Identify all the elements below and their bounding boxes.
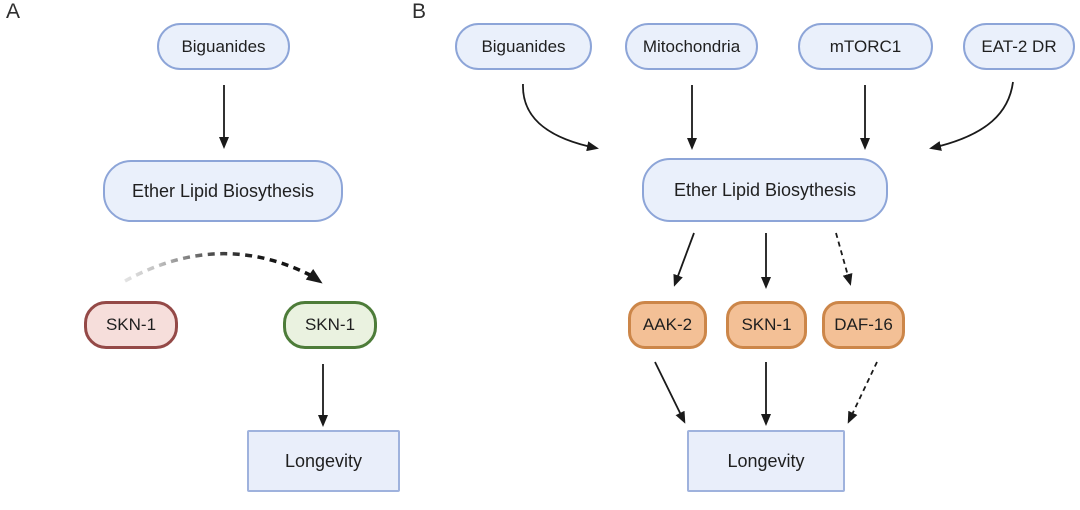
- node-biguanides-a-label: Biguanides: [181, 36, 266, 56]
- node-biguanides-b-label: Biguanides: [481, 36, 566, 56]
- node-skn1-b: SKN-1: [726, 301, 807, 349]
- node-aak2: AAK-2: [628, 301, 707, 349]
- node-mitochondria: Mitochondria: [625, 23, 758, 70]
- panel-b-label: B: [412, 0, 427, 23]
- node-mtorc1-label: mTORC1: [829, 36, 902, 56]
- node-eat2-dr-label: EAT-2 DR: [981, 36, 1057, 56]
- arrowhead-skn1-active: [305, 269, 323, 284]
- node-longevity-a-label: Longevity: [284, 450, 363, 471]
- node-eat2-dr: EAT-2 DR: [963, 23, 1075, 70]
- node-ether-lipid-a-label: Ether Lipid Biosythesis: [131, 180, 315, 201]
- node-skn1-inactive: SKN-1: [84, 301, 178, 349]
- panel-a-label: A: [6, 0, 21, 23]
- node-skn1-b-label: SKN-1: [741, 315, 792, 334]
- node-ether-lipid-a: Ether Lipid Biosythesis: [103, 160, 343, 222]
- arrow-daf16-to-longevity-dashed: [847, 361, 878, 424]
- node-longevity-b: Longevity: [687, 430, 845, 492]
- node-mitochondria-label: Mitochondria: [642, 36, 741, 56]
- node-skn1-inactive-label: SKN-1: [105, 315, 157, 334]
- node-daf16: DAF-16: [822, 301, 905, 349]
- arrow-ether-to-aak2: [673, 232, 695, 287]
- node-aak2-label: AAK-2: [642, 315, 693, 334]
- node-biguanides-b: Biguanides: [455, 23, 592, 70]
- node-ether-lipid-b-label: Ether Lipid Biosythesis: [673, 179, 857, 200]
- node-skn1-active-label: SKN-1: [304, 315, 356, 334]
- node-skn1-active: SKN-1: [283, 301, 377, 349]
- node-biguanides-a: Biguanides: [157, 23, 290, 70]
- node-longevity-a: Longevity: [247, 430, 400, 492]
- arrow-eat2dr-to-ether: [929, 81, 1014, 151]
- arrow-aak2-to-longevity: [654, 361, 686, 424]
- arrow-ether-to-skn1-active-dashed-arc: [124, 251, 313, 283]
- node-ether-lipid-b: Ether Lipid Biosythesis: [642, 158, 888, 222]
- arrow-biguanides-to-ether-b: [522, 83, 599, 152]
- arrow-ether-to-daf16-dashed: [835, 232, 853, 286]
- node-mtorc1: mTORC1: [798, 23, 933, 70]
- node-daf16-label: DAF-16: [834, 315, 893, 334]
- node-longevity-b-label: Longevity: [727, 450, 805, 471]
